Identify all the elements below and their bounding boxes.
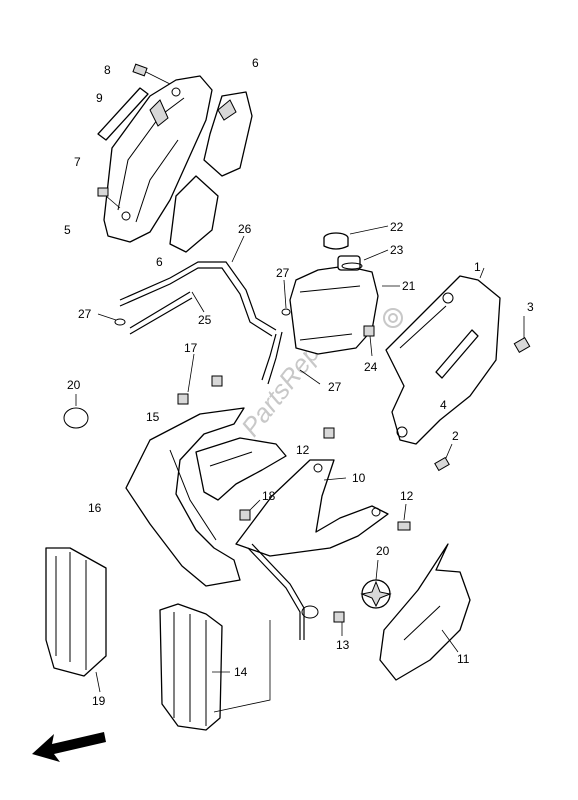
callout-12-upper: 12 bbox=[296, 443, 310, 457]
emblem-20-right bbox=[360, 559, 392, 609]
callout-12-lower: 12 bbox=[400, 489, 414, 503]
callout-17: 17 bbox=[184, 341, 198, 355]
callout-27-lower: 27 bbox=[328, 380, 342, 394]
callout-11: 11 bbox=[457, 652, 470, 666]
callout-23: 23 bbox=[390, 243, 404, 257]
callout-8: 8 bbox=[104, 63, 111, 77]
clip-27-lower bbox=[299, 369, 321, 385]
callout-25: 25 bbox=[198, 313, 212, 327]
damper-6-upper bbox=[203, 91, 253, 177]
washer-23 bbox=[341, 249, 389, 270]
bolt-7 bbox=[97, 187, 121, 209]
gear-icon bbox=[383, 308, 403, 328]
callout-9: 9 bbox=[96, 91, 103, 105]
callout-20-left: 20 bbox=[67, 378, 81, 392]
damper-6-lower bbox=[169, 175, 219, 253]
grommet-20-left bbox=[63, 394, 89, 429]
callout-10: 10 bbox=[352, 471, 366, 485]
callout-20-right: 20 bbox=[376, 544, 390, 558]
radiator-shroud-right bbox=[235, 459, 389, 640]
cap-22 bbox=[323, 225, 389, 250]
bolt-8 bbox=[132, 63, 171, 85]
breather-hose bbox=[119, 235, 283, 385]
radiator-louver-14 bbox=[159, 603, 271, 731]
callout-2: 2 bbox=[452, 429, 459, 443]
callout-4: 4 bbox=[440, 398, 447, 412]
callout-15: 15 bbox=[146, 410, 160, 424]
bolt-3 bbox=[513, 316, 531, 354]
callout-24: 24 bbox=[364, 360, 378, 374]
decal-strip-9 bbox=[97, 87, 149, 141]
bolt-24 bbox=[363, 325, 375, 357]
callout-22: 22 bbox=[390, 220, 404, 234]
bolt-12-upper bbox=[323, 427, 335, 439]
callout-6-lower: 6 bbox=[156, 255, 163, 269]
bolt-18 bbox=[239, 499, 261, 521]
clip-27-left bbox=[97, 313, 126, 326]
callout-1: 1 bbox=[474, 260, 481, 274]
callout-13: 13 bbox=[336, 638, 350, 652]
callout-27-left: 27 bbox=[78, 307, 92, 321]
side-cover-left bbox=[103, 75, 213, 243]
side-cover-right bbox=[385, 267, 501, 445]
front-direction-arrow-icon bbox=[32, 732, 106, 762]
bolt-17 bbox=[177, 353, 223, 405]
callout-16: 16 bbox=[88, 501, 102, 515]
decal-11 bbox=[379, 543, 471, 681]
callout-7: 7 bbox=[74, 155, 81, 169]
bolt-12-lower bbox=[397, 503, 411, 531]
clip-27-upper bbox=[281, 279, 291, 316]
callout-6-upper: 6 bbox=[252, 56, 259, 70]
callout-3: 3 bbox=[527, 300, 534, 314]
radiator-louver-19 bbox=[45, 547, 107, 693]
callout-21: 21 bbox=[402, 279, 416, 293]
callout-19: 19 bbox=[92, 694, 106, 708]
callout-14: 14 bbox=[234, 665, 248, 679]
callout-26: 26 bbox=[238, 222, 252, 236]
bolt-13 bbox=[301, 605, 345, 636]
coolant-tank bbox=[289, 255, 400, 355]
callout-27-upper: 27 bbox=[276, 266, 290, 280]
radiator-shroud-left bbox=[125, 407, 287, 587]
callout-5: 5 bbox=[64, 223, 71, 237]
callout-18: 18 bbox=[262, 489, 276, 503]
bolt-2 bbox=[434, 443, 453, 472]
